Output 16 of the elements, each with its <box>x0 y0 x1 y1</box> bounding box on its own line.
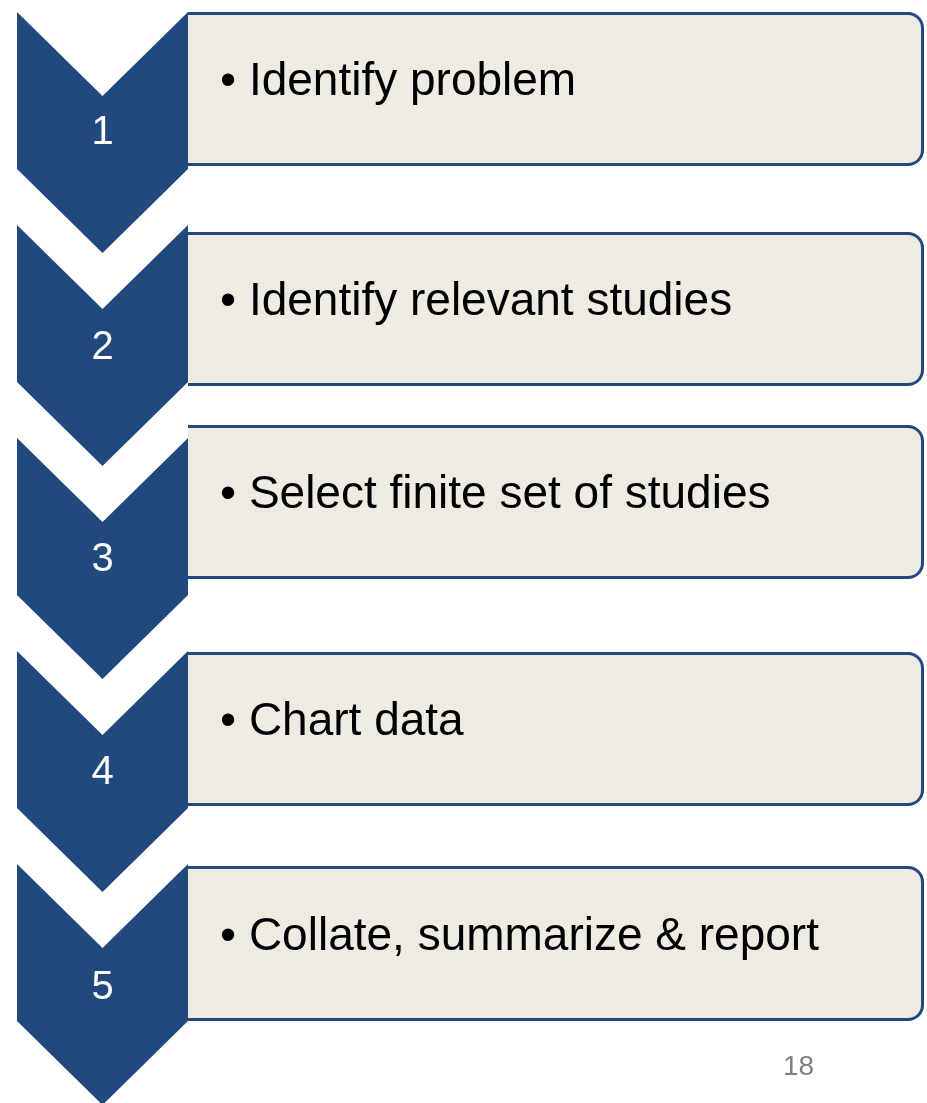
step-text: • Identify relevant studies <box>219 272 733 326</box>
step-box <box>188 425 924 579</box>
page-number: 18 <box>783 1050 815 1082</box>
step-box <box>188 12 924 166</box>
step-text: • Identify problem <box>219 52 577 106</box>
step-text: • Select finite set of studies <box>219 465 771 519</box>
step-box <box>188 866 924 1021</box>
step-box <box>188 232 924 386</box>
step-text: • Collate, summarize & report <box>219 906 819 961</box>
step-number: 1 <box>90 107 115 154</box>
step-text: • Chart data <box>219 692 464 746</box>
step-number: 4 <box>90 747 115 794</box>
step-number: 3 <box>90 534 115 581</box>
step-number: 2 <box>90 322 115 369</box>
step-number: 5 <box>90 962 115 1009</box>
step-box <box>188 652 924 806</box>
